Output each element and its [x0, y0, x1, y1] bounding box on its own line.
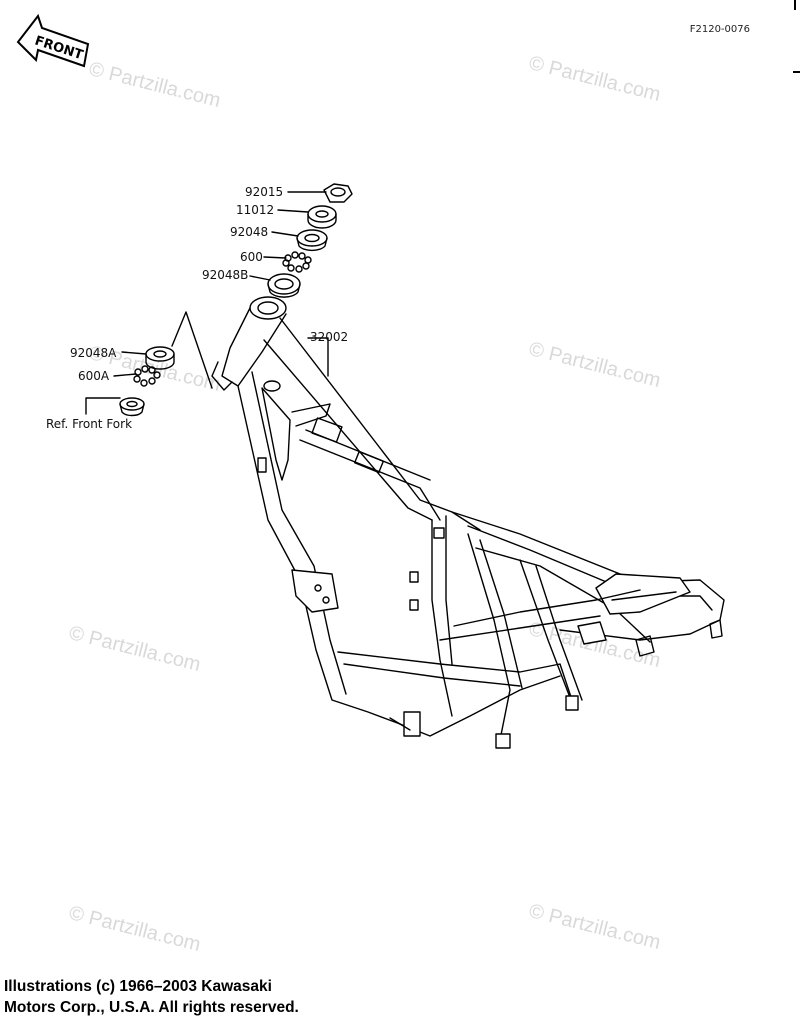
copyright-notice: Illustrations (c) 1966–2003 Kawasaki Mot… [4, 976, 299, 1018]
copyright-line-1: Illustrations (c) 1966–2003 Kawasaki [4, 978, 272, 995]
part-number-600: 600 [240, 250, 263, 264]
frame-32002 [211, 296, 725, 749]
race-92048a [145, 346, 175, 370]
seal-ref-front-fork [119, 397, 145, 417]
part-number-92015: 92015 [245, 185, 284, 199]
steering-nut-92015 [323, 183, 353, 203]
part-number-92048: 92048 [230, 225, 269, 239]
part-number-92048b: 92048B [202, 268, 249, 282]
part-number-11012: 11012 [236, 203, 275, 217]
race-92048b [267, 273, 301, 298]
ball-bearings-600 [282, 251, 312, 273]
diagram-code: F2120-0076 [689, 24, 750, 35]
part-number-92048a: 92048A [70, 346, 117, 360]
cone-92048 [296, 229, 328, 252]
copyright-line-2: Motors Corp., U.S.A. All rights reserved… [4, 999, 299, 1016]
front-arrow-icon: FRONT [16, 13, 90, 68]
ball-bearings-600a [133, 365, 161, 387]
nut-11012 [307, 205, 337, 229]
part-number-32002: 32002 [310, 330, 349, 344]
part-number-600a: 600A [78, 369, 110, 383]
ref-front-fork-label: Ref. Front Fork [46, 417, 133, 431]
